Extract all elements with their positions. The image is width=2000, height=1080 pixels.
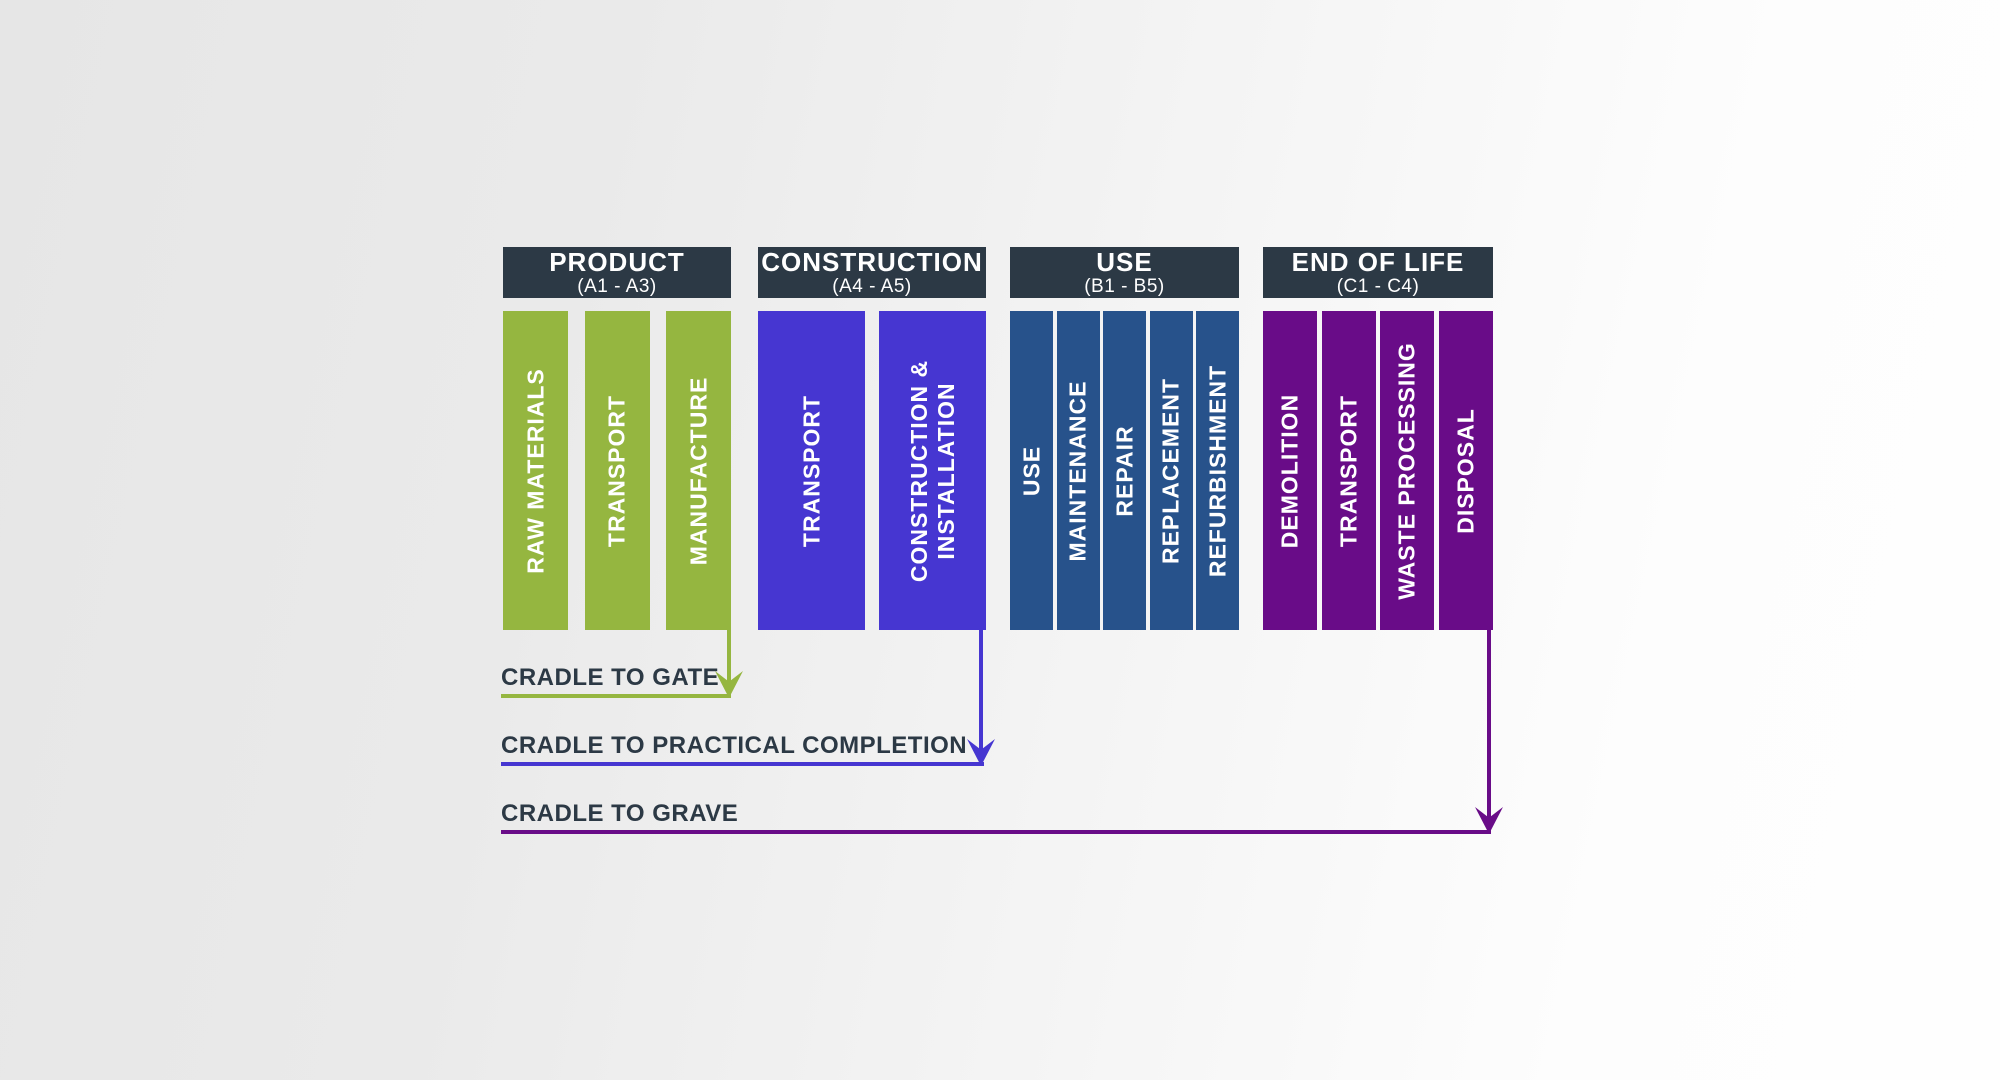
stage-title: CONSTRUCTION bbox=[761, 246, 983, 277]
stage-range: (A4 - A5) bbox=[832, 275, 912, 297]
stage-range: (A1 - A3) bbox=[577, 275, 657, 297]
scope-underline bbox=[501, 762, 984, 766]
scope-label: CRADLE TO GATE bbox=[501, 664, 720, 691]
column-label: MANUFACTURE bbox=[685, 376, 711, 565]
column-label: TRANSPORT bbox=[798, 394, 824, 547]
column-transport-c2: TRANSPORT bbox=[1321, 311, 1376, 630]
column-manufacture: MANUFACTURE bbox=[666, 311, 731, 630]
column-label: TRANSPORT bbox=[1335, 394, 1362, 547]
scope-underline bbox=[501, 694, 731, 698]
column-disposal: DISPOSAL bbox=[1438, 311, 1493, 630]
column-label: DEMOLITION bbox=[1276, 393, 1303, 548]
column-demolition: DEMOLITION bbox=[1263, 311, 1317, 630]
column-raw-materials: RAW MATERIALS bbox=[503, 311, 568, 630]
column-construction-installation: CONSTRUCTION & INSTALLATION bbox=[879, 311, 986, 630]
stage-range: (B1 - B5) bbox=[1084, 275, 1165, 297]
stage-title: END OF LIFE bbox=[1291, 246, 1465, 277]
stage-range: (C1 - C4) bbox=[1336, 275, 1420, 297]
column-label: CONSTRUCTION & INSTALLATION bbox=[905, 359, 959, 582]
column-label: RAW MATERIALS bbox=[522, 367, 548, 574]
stage-construction: CONSTRUCTION (A4 - A5) TRANSPORT CONSTRU… bbox=[758, 247, 986, 630]
stage-use: USE (B1 - B5) USE MAINTENANCE REPAIR REP… bbox=[1010, 247, 1239, 630]
column-label: REPLACEMENT bbox=[1157, 377, 1184, 564]
scope-connector-line bbox=[727, 630, 731, 694]
stage-end-of-life-columns: DEMOLITION TRANSPORT WASTE PROCESSING DI… bbox=[1263, 311, 1493, 630]
column-replacement: REPLACEMENT bbox=[1149, 311, 1193, 630]
column-label: USE bbox=[1018, 445, 1044, 496]
scope-label: CRADLE TO GRAVE bbox=[501, 800, 739, 827]
stage-title: PRODUCT bbox=[549, 246, 685, 277]
stage-end-of-life: END OF LIFE (C1 - C4) DEMOLITION TRANSPO… bbox=[1263, 247, 1493, 630]
column-label: TRANSPORT bbox=[603, 394, 630, 547]
column-repair: REPAIR bbox=[1103, 311, 1146, 630]
stage-product: PRODUCT (A1 - A3) RAW MATERIALS TRANSPOR… bbox=[503, 247, 731, 630]
stage-use-header: USE (B1 - B5) bbox=[1010, 247, 1239, 298]
stage-use-columns: USE MAINTENANCE REPAIR REPLACEMENT REFUR… bbox=[1010, 311, 1239, 630]
stage-title: USE bbox=[1096, 246, 1153, 277]
scope-underline bbox=[501, 830, 1491, 834]
scope-connector-line bbox=[979, 630, 983, 762]
column-label: REFURBISHMENT bbox=[1204, 364, 1230, 577]
column-waste-processing: WASTE PROCESSING bbox=[1380, 311, 1435, 630]
column-transport-a2: TRANSPORT bbox=[584, 311, 650, 630]
stage-construction-columns: TRANSPORT CONSTRUCTION & INSTALLATION bbox=[758, 311, 986, 630]
column-transport-a4: TRANSPORT bbox=[758, 311, 865, 630]
scope-connector-line bbox=[1487, 630, 1491, 830]
column-use: USE bbox=[1010, 311, 1053, 630]
column-refurbishment: REFURBISHMENT bbox=[1196, 311, 1239, 630]
column-label: DISPOSAL bbox=[1452, 407, 1479, 534]
column-label: MAINTENANCE bbox=[1064, 380, 1091, 561]
stage-end-of-life-header: END OF LIFE (C1 - C4) bbox=[1263, 247, 1493, 298]
stage-product-columns: RAW MATERIALS TRANSPORT MANUFACTURE bbox=[503, 311, 731, 630]
column-maintenance: MAINTENANCE bbox=[1056, 311, 1100, 630]
stage-construction-header: CONSTRUCTION (A4 - A5) bbox=[758, 247, 986, 298]
column-label: WASTE PROCESSING bbox=[1393, 341, 1420, 600]
column-label: REPAIR bbox=[1111, 424, 1137, 517]
scope-label: CRADLE TO PRACTICAL COMPLETION bbox=[501, 732, 968, 759]
stage-product-header: PRODUCT (A1 - A3) bbox=[503, 247, 731, 298]
